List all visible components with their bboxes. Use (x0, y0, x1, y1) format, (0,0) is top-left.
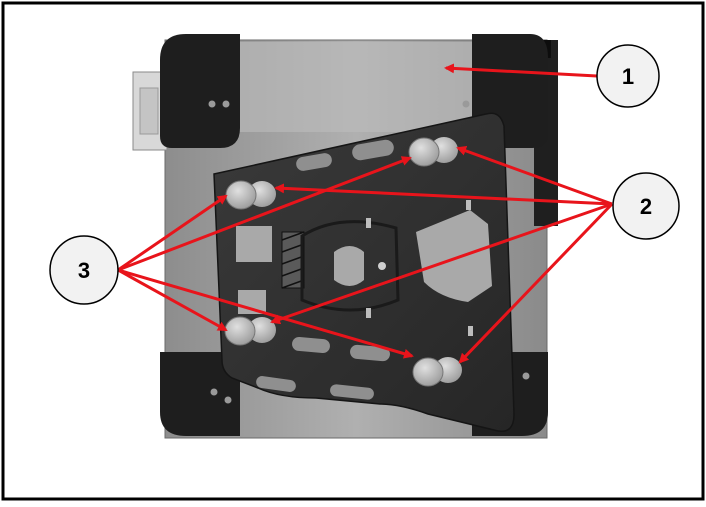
guard-bolt (522, 372, 530, 380)
arrow-2b (274, 183, 613, 206)
guard-bolt (224, 396, 232, 404)
callout-circle (612, 172, 680, 240)
callout-circle (49, 235, 119, 305)
arrow-3b (117, 156, 412, 272)
callout-2: 2 (612, 172, 680, 240)
rack-pin (366, 218, 371, 228)
arrow-2a (456, 146, 613, 206)
rack-cutout (236, 226, 272, 262)
callout-arrows (117, 63, 614, 364)
arrow-1 (444, 63, 598, 78)
rack-slot (330, 384, 374, 400)
mount-button-top-left (225, 180, 276, 210)
callout-circle (596, 44, 660, 108)
rack-pin (468, 326, 473, 336)
callout-1: 1 (596, 44, 660, 108)
guard-bolt (210, 388, 218, 396)
callout-label-2: 2 (640, 194, 652, 219)
arrow-2d (458, 202, 614, 364)
rack-pin (466, 200, 471, 210)
guard-bolt (208, 100, 216, 108)
latch-detail (139, 87, 159, 135)
rack-center-frame (300, 220, 400, 312)
hatched-label-lines (281, 231, 305, 289)
arrow-3a (117, 194, 228, 272)
rack-center-bolt (378, 262, 386, 270)
rack-pin (366, 308, 371, 318)
arrow-3d (117, 268, 414, 359)
mount-buttons (224, 137, 462, 387)
rack-slot (350, 344, 390, 362)
rack-slot (352, 139, 394, 161)
rack-plate (213, 112, 515, 432)
corner-guard-bottom-left (160, 352, 240, 436)
mount-button-bottom-right (412, 357, 462, 387)
arrow-3c (117, 268, 228, 332)
mount-button-bottom-left (224, 316, 276, 346)
rack-cutout (416, 210, 492, 302)
corner-guards (160, 34, 548, 436)
callout-3: 3 (49, 235, 119, 305)
callout-label-1: 1 (622, 64, 634, 89)
guard-bolt (462, 100, 470, 108)
arrow-2c (270, 202, 613, 325)
corner-guard-top-left (160, 34, 240, 148)
rack-cutout (334, 246, 364, 286)
rack-slot (292, 336, 330, 354)
rack-slot (256, 376, 296, 392)
callout-label-3: 3 (78, 258, 90, 283)
guard-bolt (222, 100, 230, 108)
rack-slot (296, 153, 332, 171)
mount-button-top-right (408, 137, 458, 167)
